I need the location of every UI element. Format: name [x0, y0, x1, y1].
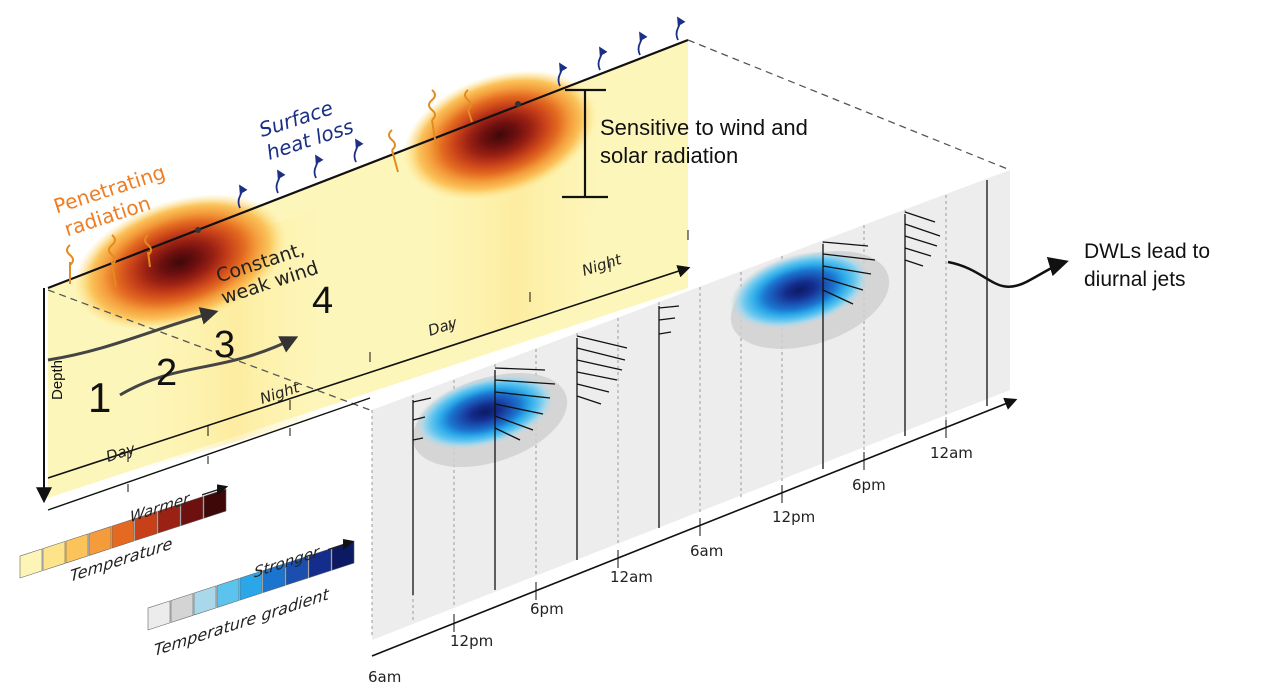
wind-profiles [412, 180, 988, 595]
temperature-swatch-8 [203, 488, 227, 519]
gradient-swatch-2 [193, 585, 217, 616]
lower-axis-label-0: 6am [368, 668, 401, 686]
dwl-note: DWLs lead to diurnal jets [1084, 240, 1211, 291]
lower-axis-label-7: 12am [930, 444, 973, 462]
sensitivity-bracket [562, 88, 608, 199]
gradient-swatch-7 [308, 548, 332, 579]
lower-axis-label-6: 6pm [852, 476, 886, 494]
lower-axis-label-3: 12am [610, 568, 653, 586]
lower-axis-label-4: 6am [690, 542, 723, 560]
gradient-swatch-3 [216, 578, 240, 608]
gradient-swatch-8 [331, 540, 355, 571]
gradient-core-day2 [729, 250, 871, 330]
temperature-swatch-0 [19, 548, 43, 579]
gradient-swatch-0 [147, 600, 171, 631]
gradient-legend: Temperature gradient Stronger [147, 539, 355, 660]
surface-heat-loss-label: Surface heat loss [256, 91, 357, 164]
temperature-swatch-3 [88, 526, 112, 556]
temperature-swatch-2 [65, 533, 89, 564]
gradient-swatch-1 [170, 592, 194, 623]
gradient-panel: 6am 12pm 6pm 12am 6am 12pm 6pm 12am [368, 170, 1018, 686]
lower-time-axis: 6am 12pm 6pm 12am 6am 12pm 6pm 12am [368, 397, 1018, 686]
temperature-swatch-6 [157, 503, 181, 534]
lower-axis-label-5: 12pm [772, 508, 815, 526]
gradient-core-day1 [414, 374, 556, 450]
radiation-arrows [66, 89, 473, 288]
dwl-annotation-arrow [947, 257, 1069, 288]
sensitivity-note: Sensitive to wind and solar radiation [600, 115, 808, 168]
wind-arrow-upper [47, 307, 219, 362]
temperature-swatch-1 [42, 540, 66, 571]
step-3: 3 [214, 324, 235, 366]
temperature-panel: Depth Day Night Day Night 1 2 3 4 [36, 16, 1011, 511]
temperature-swatch-4 [111, 518, 135, 549]
gradient-swatch-4 [239, 570, 263, 601]
gradient-swatch-5 [262, 563, 286, 594]
heat-loss-arrows [237, 16, 686, 209]
depth-label: Depth [49, 360, 66, 400]
temperature-swatch-7 [180, 496, 204, 527]
temperature-swatch-5 [134, 511, 158, 542]
lower-axis-label-2: 6pm [530, 600, 564, 618]
lower-axis-label-1: 12pm [450, 632, 493, 650]
step-2: 2 [156, 352, 177, 394]
warm-layer-day1 [73, 193, 287, 331]
gradient-swatch-6 [285, 555, 309, 586]
warm-layer-day2 [403, 70, 597, 200]
wind-arrow-lower [119, 336, 299, 397]
step-4: 4 [312, 280, 333, 322]
step-1: 1 [88, 374, 111, 421]
